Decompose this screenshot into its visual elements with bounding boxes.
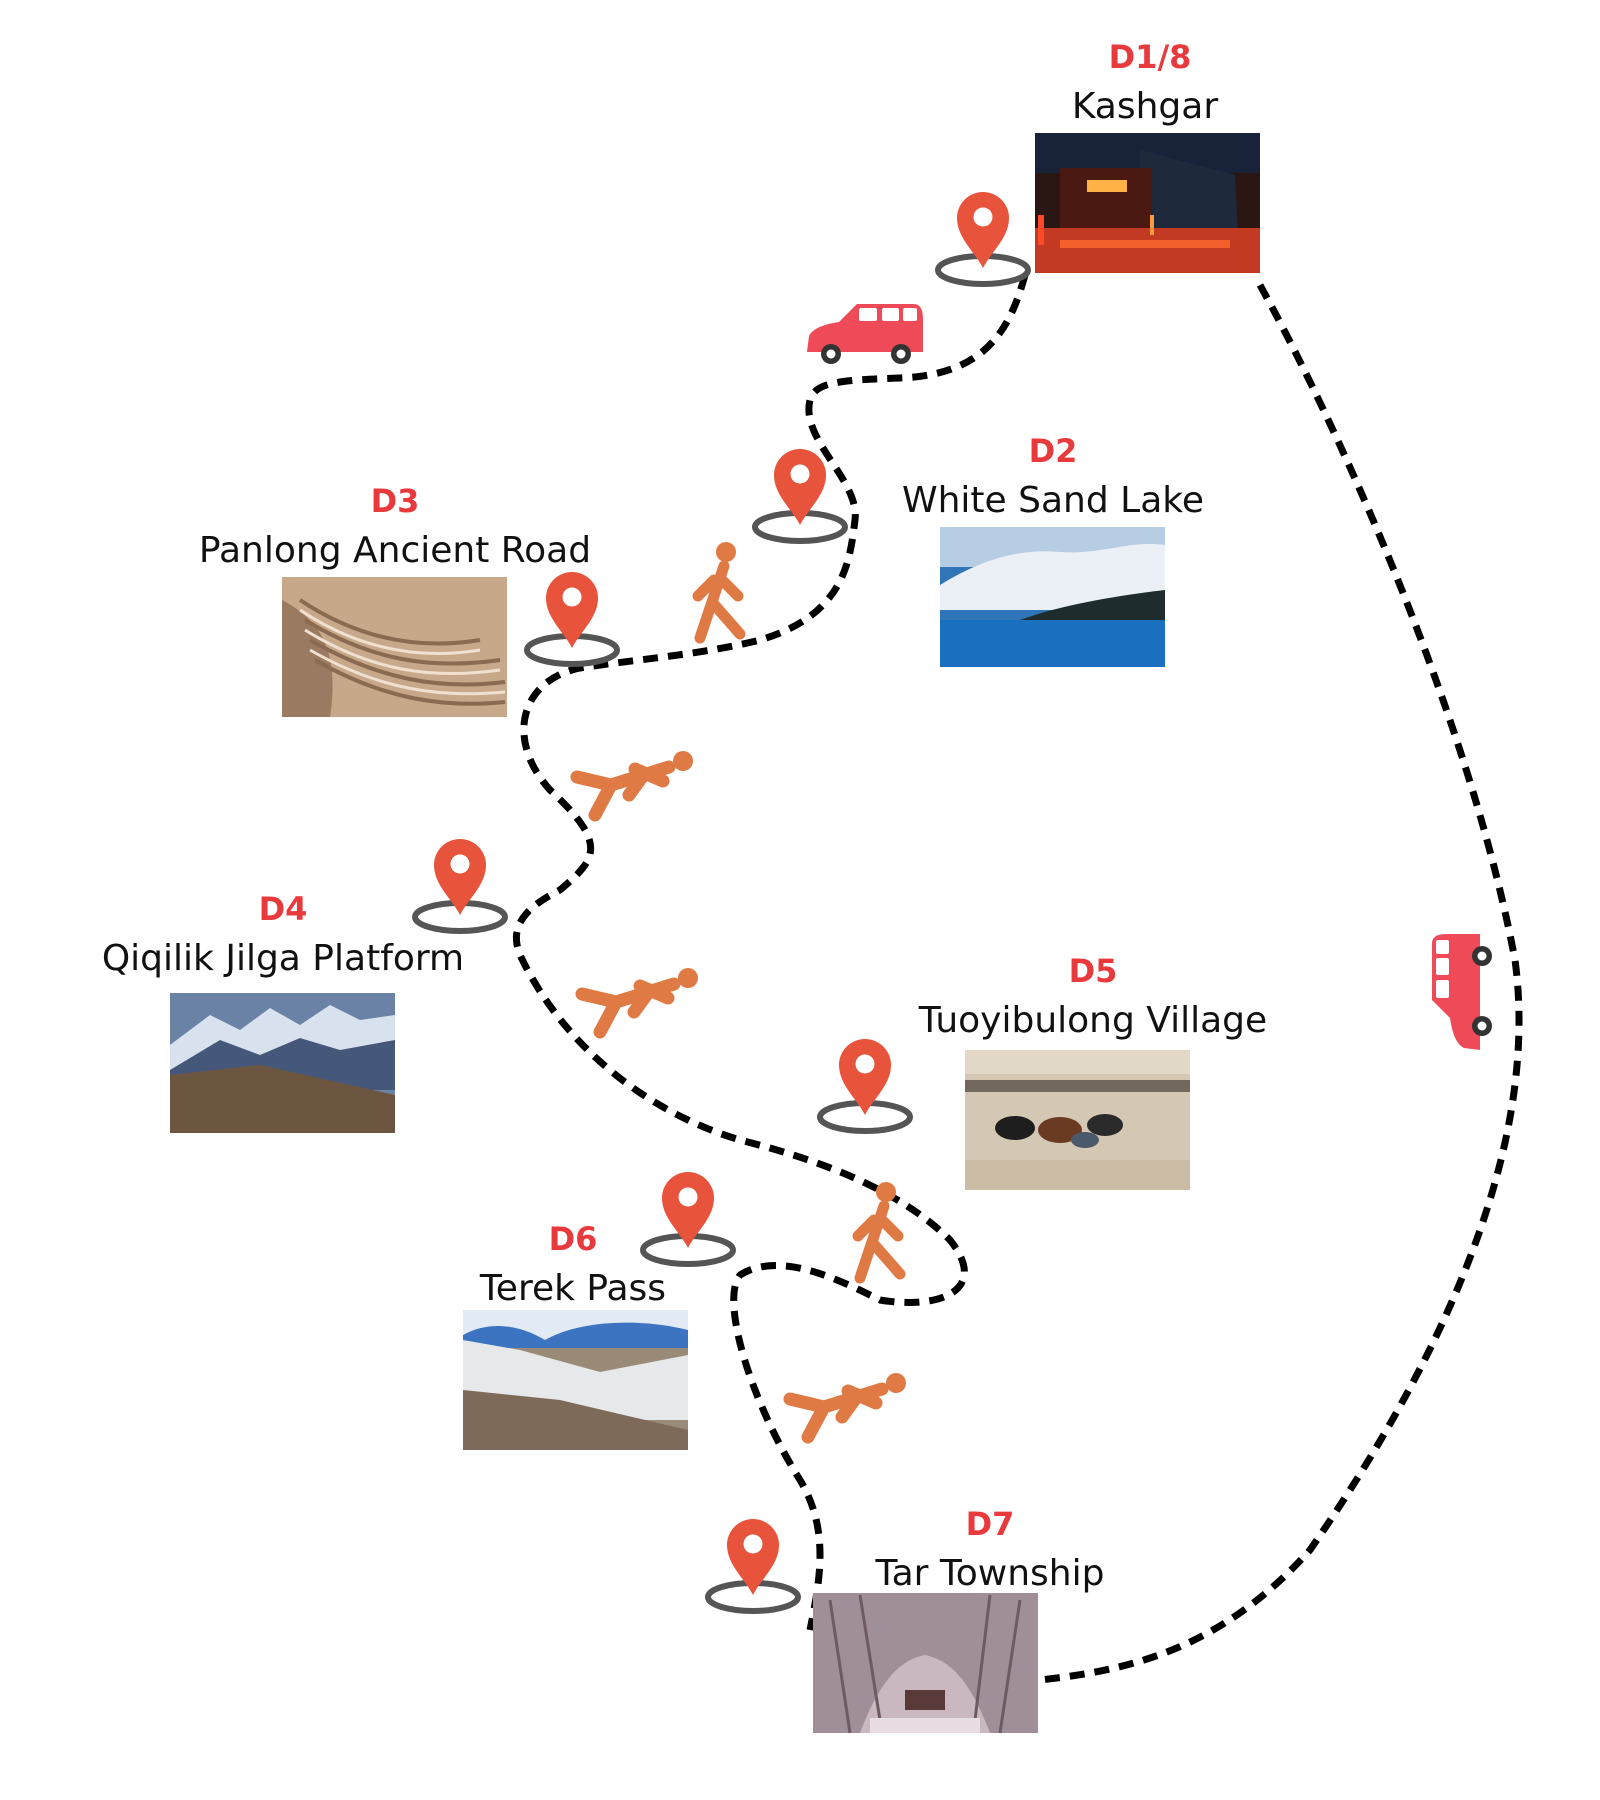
red-van-icon (1432, 934, 1492, 1050)
map-pin-icon (820, 1039, 910, 1131)
place-name: Tar Township (875, 1553, 1105, 1594)
place-name: Terek Pass (479, 1268, 666, 1309)
tar-township-tree-tunnel-photo (813, 1593, 1038, 1734)
white-sand-lake-photo (940, 527, 1165, 667)
map-pin-icon (708, 1519, 798, 1611)
day-label: D4 (259, 890, 308, 928)
day-label: D2 (1029, 432, 1078, 470)
day-label: D3 (371, 482, 420, 520)
day-label: D5 (1069, 952, 1118, 990)
route-dashed-line (512, 274, 1029, 1631)
hiker-icon (790, 1373, 906, 1437)
place-name: White Sand Lake (902, 480, 1204, 521)
kashgar-night-gate-photo (1035, 133, 1260, 273)
day-label: D7 (966, 1505, 1015, 1543)
hiker-icon (577, 751, 693, 815)
route-dashed-line (1039, 283, 1523, 1684)
panlong-switchback-road-photo (282, 577, 507, 717)
day-label: D1/8 (1109, 38, 1192, 76)
place-name: Qiqilik Jilga Platform (102, 938, 464, 979)
qiqilik-mountain-photo (170, 993, 395, 1133)
day-label: D6 (549, 1220, 598, 1258)
hiker-icon (698, 542, 740, 638)
hiker-icon (582, 968, 698, 1032)
red-van-icon (807, 304, 923, 364)
map-pin-icon (755, 449, 845, 541)
terek-pass-snow-photo (463, 1310, 688, 1450)
map-pin-icon (415, 839, 505, 931)
map-pin-icon (938, 192, 1028, 284)
place-name: Kashgar (1072, 86, 1219, 127)
map-pin-icon (527, 572, 617, 664)
map-pin-icon (643, 1172, 733, 1264)
tuoyibulong-yak-herd-photo (965, 1050, 1190, 1190)
place-name: Tuoyibulong Village (918, 1000, 1267, 1041)
place-name: Panlong Ancient Road (199, 530, 591, 571)
hiker-icon (858, 1182, 900, 1278)
